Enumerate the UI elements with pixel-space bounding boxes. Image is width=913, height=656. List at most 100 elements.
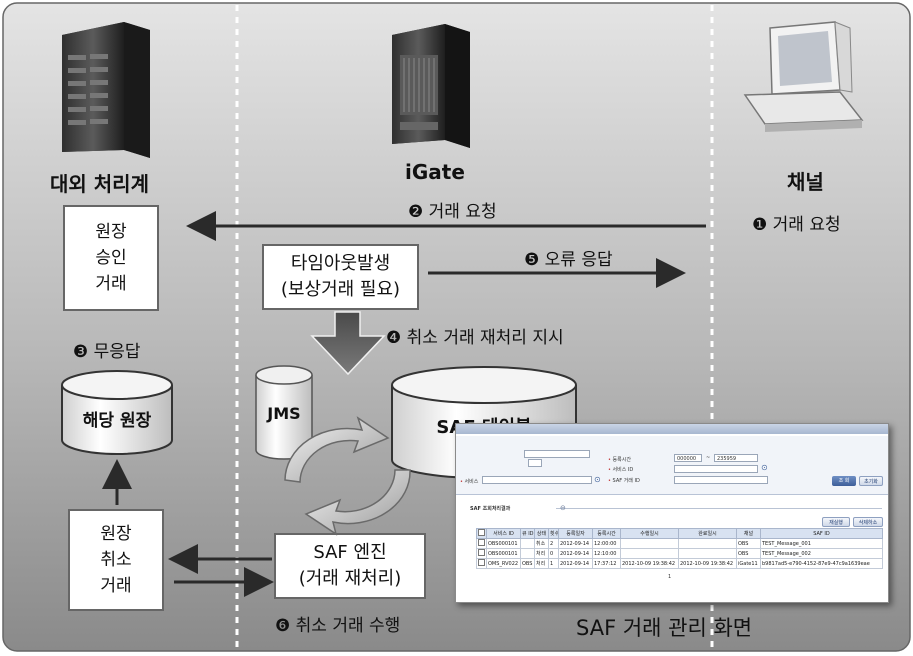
header-cell[interactable]: 등록일자 [558, 528, 593, 539]
service-input[interactable] [482, 476, 592, 484]
reg-time-tilde: ~ [706, 455, 711, 461]
table-cell: OBS [520, 558, 535, 569]
saf-engine-line: SAF 엔진 [313, 542, 387, 563]
igate-server-icon [392, 24, 470, 148]
service-label: • 서비스 [460, 479, 479, 485]
service-label-text: 서비스 [464, 479, 479, 485]
header-cell[interactable]: 채널 [736, 528, 761, 539]
ledger-db [61, 370, 173, 455]
left-select[interactable] [528, 459, 542, 467]
table-row[interactable]: OBS000101 취소 2 2012-09-14 12:00:00 OBS T… [476, 538, 883, 549]
timeout-line: 타임아웃발생 [290, 253, 391, 274]
row-checkbox[interactable] [478, 549, 485, 556]
service-id-input[interactable] [674, 465, 758, 473]
page-number[interactable]: 1 [668, 574, 672, 580]
header-cell[interactable]: 수행일시 [620, 528, 679, 539]
table-header-row: 서비스 ID 큐 ID 상태 횟수 등록일자 등록시간 수행일시 완료일시 채널… [476, 528, 883, 539]
header-cell[interactable]: SAF ID [760, 528, 883, 539]
table-cell: OBS [736, 538, 761, 549]
table-row[interactable]: OBS000101 처리 0 2012-09-14 12:10:00 OBS T… [476, 548, 883, 559]
box-ledger-approve [63, 205, 159, 311]
row-checkbox[interactable] [478, 559, 485, 566]
ledger-approve-line: 원장 [95, 222, 127, 242]
table-cell [620, 538, 679, 549]
header-cell[interactable]: 완료일시 [678, 528, 737, 539]
table-row[interactable]: OMS_RV022 OBS 처리 1 2012-09-14 17:37:12 2… [476, 558, 883, 569]
table-cell: 2012-10-09 19:38:42 [620, 558, 679, 569]
table-cell: 17:37:12 [592, 558, 621, 569]
saf-engine-line: (거래 재처리) [298, 568, 402, 589]
box-timeout [262, 244, 419, 310]
row-checkbox-cell[interactable] [476, 538, 487, 549]
ledger-db-label: 해당 원장 [82, 411, 152, 431]
step3-label: ❸ 무응답 [73, 342, 141, 362]
table-cell: TEST_Message_001 [760, 538, 883, 549]
ledger-approve-line: 거래 [95, 274, 127, 294]
search-button[interactable]: 조 회 [832, 476, 856, 486]
step1-label: ❶ 거래 요청 [752, 215, 841, 235]
table-cell: OBS000101 [486, 548, 521, 559]
jms-label: JMS [267, 404, 301, 423]
reg-time-from[interactable]: 000000 [674, 454, 702, 462]
row-checkbox-cell[interactable] [476, 558, 487, 569]
table-cell: OBS000101 [486, 538, 521, 549]
saf-tx-id-input[interactable] [674, 476, 768, 484]
table-cell: 처리 [534, 558, 549, 569]
table-cell: 처리 [534, 548, 549, 559]
external-server-icon [62, 22, 150, 158]
table-cell [520, 538, 535, 549]
delete-button[interactable]: 삭제하소 [853, 517, 883, 527]
reg-time-to[interactable]: 235959 [714, 454, 758, 462]
table-cell [678, 538, 737, 549]
external-system-title: 대외 처리계 [50, 172, 149, 196]
table-cell: 12:00:00 [592, 538, 621, 549]
table-cell: OMS_RV022 [486, 558, 521, 569]
saf-tx-id-label-text: SAF 거래 ID [612, 478, 640, 484]
table-cell: 1 [548, 558, 559, 569]
header-cell[interactable]: 상태 [534, 528, 549, 539]
table-cell [520, 548, 535, 559]
table-cell: 취소 [534, 538, 549, 549]
header-cell[interactable]: 큐 ID [520, 528, 535, 539]
saf-management-screen: • 서비스 ⊙ • 등록시간 000000 ~ 235959 • 서비스 ID … [455, 423, 889, 603]
table-cell: 2012-10-09 19:38:42 [678, 558, 737, 569]
row-checkbox-cell[interactable] [476, 548, 487, 559]
table-cell: 2 [548, 538, 559, 549]
table-cell: 2012-09-14 [558, 558, 593, 569]
ledger-cancel-text: 원장 취소 거래 [69, 521, 163, 599]
timeout-line: (보상거래 필요) [280, 279, 401, 300]
collapse-icon[interactable]: ⊖ [560, 504, 566, 512]
left-input-1[interactable] [524, 450, 590, 458]
table-cell: 12:10:00 [592, 548, 621, 559]
screen-header-bar [456, 424, 888, 434]
row-checkbox[interactable] [478, 539, 485, 546]
service-id-search-icon[interactable]: ⊙ [761, 463, 768, 472]
result-section-title: SAF 조회처리결과 [470, 506, 511, 512]
header-cell[interactable]: 횟수 [548, 528, 559, 539]
table-cell: 2012-09-14 [558, 548, 593, 559]
step5-label: ❺ 오류 응답 [524, 250, 613, 270]
step4-label: ❹ 취소 거래 재처리 지시 [386, 328, 564, 348]
search-form: • 서비스 ⊙ • 등록시간 000000 ~ 235959 • 서비스 ID … [456, 436, 888, 495]
reg-time-label: • 등록시간 [608, 457, 631, 463]
ledger-cancel-line: 원장 [100, 524, 132, 544]
section-divider [556, 508, 882, 509]
reprocess-button[interactable]: 재실행 [822, 517, 850, 527]
table-cell: 0 [548, 548, 559, 559]
table-cell: 2012-09-14 [558, 538, 593, 549]
header-cell[interactable]: 등록시간 [592, 528, 621, 539]
table-cell [678, 548, 737, 559]
service-search-icon[interactable]: ⊙ [594, 475, 601, 484]
reset-button[interactable]: 초기화 [859, 476, 883, 486]
select-all-checkbox[interactable] [478, 529, 485, 536]
header-cell[interactable]: 서비스 ID [486, 528, 521, 539]
saf-screen-caption: SAF 거래 관리 화면 [576, 616, 753, 640]
reg-time-label-text: 등록시간 [612, 457, 631, 463]
box-saf-engine [274, 533, 426, 599]
ledger-approve-text: 원장 승인 거래 [64, 219, 158, 297]
service-id-label: • 서비스 ID [608, 467, 634, 473]
header-cell-checkbox[interactable] [476, 528, 487, 539]
box-ledger-cancel [68, 509, 164, 611]
